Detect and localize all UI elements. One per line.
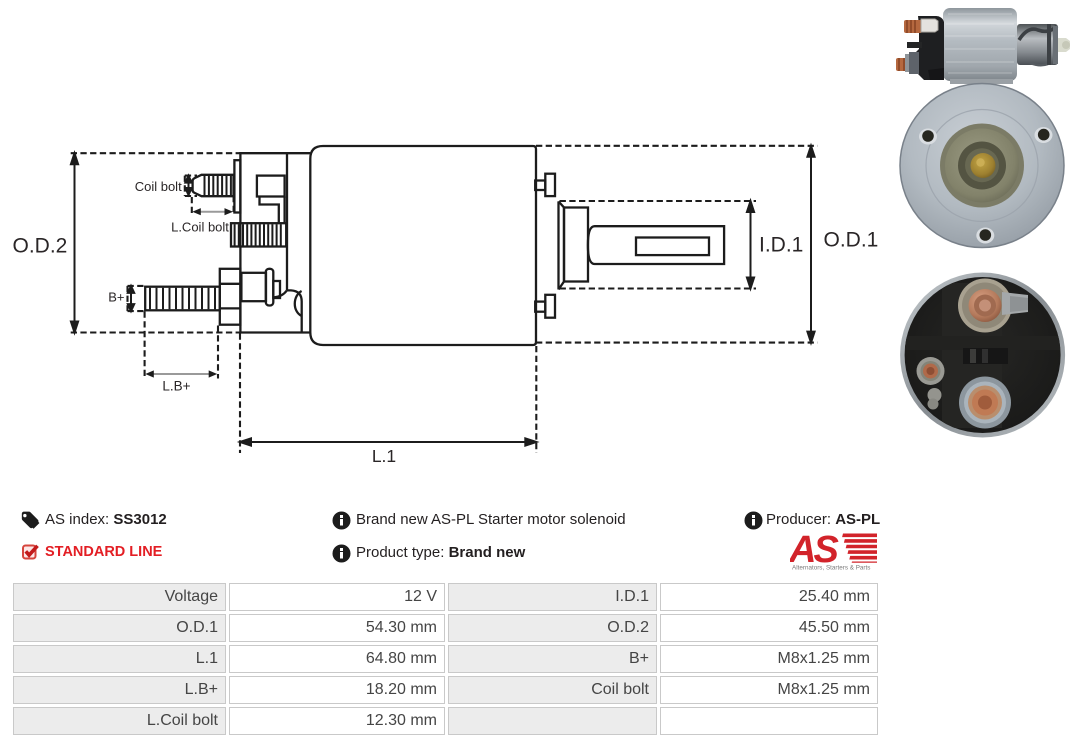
svg-text:I.D.1: I.D.1 bbox=[759, 234, 803, 257]
svg-text:Coil bolt: Coil bolt bbox=[135, 179, 182, 194]
svg-text:L.B+: L.B+ bbox=[162, 379, 190, 394]
svg-text:O.D.1: O.D.1 bbox=[824, 229, 879, 252]
svg-text:B+: B+ bbox=[108, 290, 124, 305]
svg-text:Alternators, Starters & Parts: Alternators, Starters & Parts bbox=[792, 565, 870, 572]
svg-text:O.D.2: O.D.2 bbox=[13, 235, 68, 258]
svg-text:AS: AS bbox=[790, 531, 838, 571]
svg-text:L.Coil bolt: L.Coil bolt bbox=[171, 220, 229, 235]
svg-text:L.1: L.1 bbox=[372, 446, 396, 466]
